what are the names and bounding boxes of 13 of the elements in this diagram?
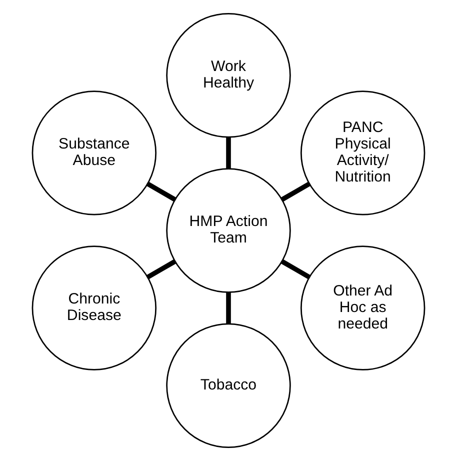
connector: [280, 182, 310, 202]
connector: [226, 292, 231, 324]
node-circle: Substance Abuse: [32, 90, 157, 216]
connector: [146, 182, 176, 202]
node-circle: HMP Action Team: [166, 168, 291, 293]
node-circle: Chronic Disease: [32, 246, 157, 370]
node-circle: Tobacco: [166, 323, 291, 448]
node-circle: PANC Physical Activity/ Nutrition: [300, 90, 426, 216]
node-circle: Work Healthy: [166, 13, 291, 138]
node-circle: Other Ad Hoc as needed: [300, 246, 426, 370]
connector: [280, 259, 310, 280]
connector: [226, 137, 231, 169]
connector: [146, 259, 176, 280]
